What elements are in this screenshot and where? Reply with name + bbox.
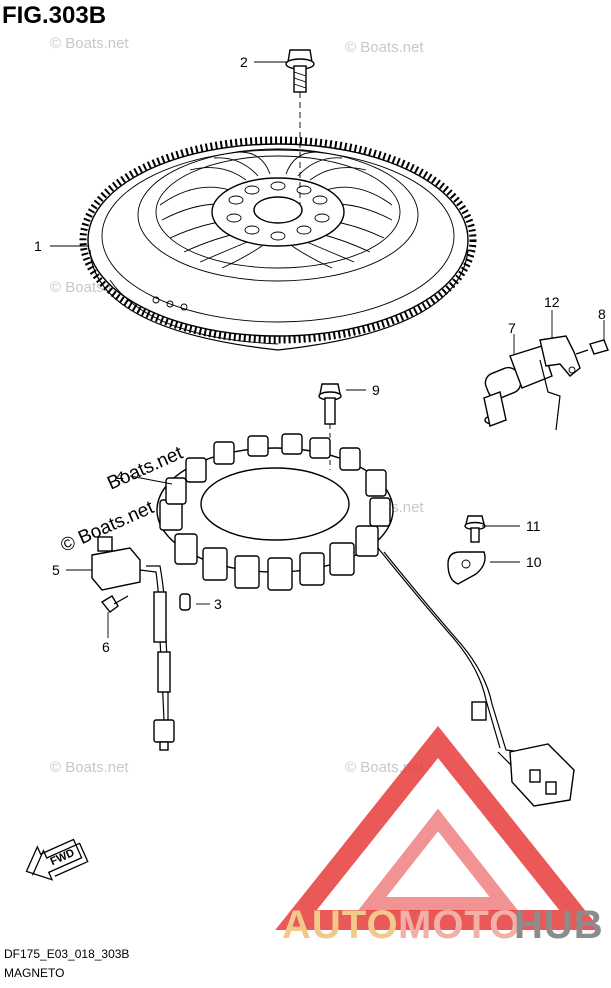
pulser-connector <box>153 719 175 751</box>
stator-assembly <box>156 433 394 591</box>
watermark-text: © Boats.net <box>50 759 129 776</box>
callout-1: 1 <box>34 238 42 254</box>
speed-sensor <box>483 345 553 427</box>
rotor-bolt <box>285 49 315 205</box>
callout-11: 11 <box>526 518 541 534</box>
figure-name: MAGNETO <box>4 966 65 980</box>
callout-4: 4 <box>116 468 124 484</box>
logo-triangle-icon <box>275 725 601 930</box>
flywheel-rotor <box>79 136 477 351</box>
callout-6: 6 <box>102 639 110 655</box>
callout-7: 7 <box>508 320 516 336</box>
callout-10: 10 <box>526 554 542 570</box>
brand-part-auto: AUTO <box>282 903 399 947</box>
callout-12: 12 <box>544 294 560 310</box>
automotohub-logo: AUTO MOTO HUB <box>275 725 604 947</box>
harness-clamp <box>447 551 486 585</box>
stator-bolt <box>318 383 342 470</box>
callout-numbers: 1 2 3 4 5 6 7 8 9 10 11 12 <box>34 54 606 655</box>
callout-3: 3 <box>214 596 222 612</box>
stator-harness <box>377 547 575 807</box>
stator-connector <box>509 743 575 807</box>
dowel-pin <box>179 593 191 611</box>
brand-part-moto: MOTO <box>398 903 521 947</box>
logo-inner-triangle-icon <box>357 808 519 911</box>
callout-8: 8 <box>598 306 606 322</box>
brand-part-hub: HUB <box>514 903 604 947</box>
sensor-bracket <box>539 335 581 431</box>
watermark-text: © Boats.net <box>50 35 129 52</box>
callout-9: 9 <box>372 382 380 398</box>
pulser-screw <box>100 595 129 613</box>
leader-lines <box>50 61 605 638</box>
fwd-arrow-icon: FWD <box>25 838 89 881</box>
bracket-screw <box>575 339 609 355</box>
callout-5: 5 <box>52 562 60 578</box>
clamp-bolt <box>464 515 486 543</box>
callout-2: 2 <box>240 54 248 70</box>
model-code: DF175_E03_018_303B <box>4 947 130 961</box>
watermark-text: © Boats.net <box>345 39 424 56</box>
pulser-coil <box>91 536 175 751</box>
figure-title: FIG.303B <box>2 2 107 29</box>
